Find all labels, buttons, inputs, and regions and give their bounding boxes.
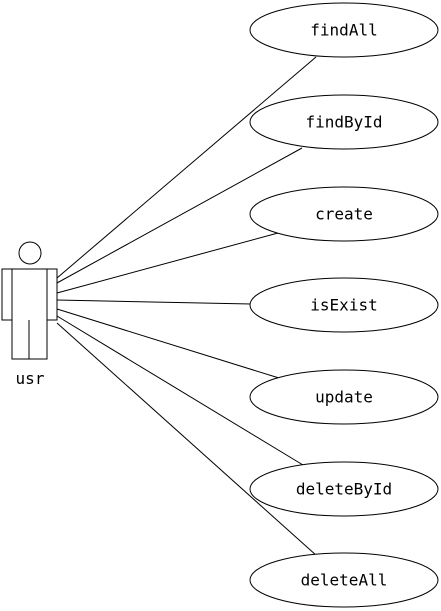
use-case-findbyid[interactable]: findById	[249, 94, 439, 150]
use-case-label: deleteById	[296, 480, 392, 499]
association-create	[56, 232, 279, 294]
use-case-ellipse	[249, 2, 439, 58]
actor-label: usr	[16, 369, 45, 388]
use-case-ellipse	[249, 94, 439, 150]
use-case-label: create	[315, 205, 373, 224]
use-case-isexist[interactable]: isExist	[249, 277, 439, 333]
association-deleteall	[56, 322, 318, 557]
use-case-label: isExist	[310, 296, 377, 315]
use-case-label: update	[315, 388, 373, 407]
associations	[56, 56, 318, 557]
use-case-label: deleteAll	[301, 571, 388, 590]
use-case-create[interactable]: create	[249, 186, 439, 242]
use-case-update[interactable]: update	[249, 369, 439, 425]
actor-body	[1, 268, 58, 360]
actor-head	[18, 241, 42, 265]
association-isexist	[56, 299, 252, 305]
use-case-label: findById	[305, 113, 382, 132]
association-update	[56, 308, 280, 379]
use-case-ellipse	[249, 552, 439, 608]
association-deletebyid	[56, 315, 304, 466]
use-case-ellipse	[249, 461, 439, 517]
use-case-label: findAll	[310, 21, 377, 40]
use-case-deletebyid[interactable]: deleteById	[249, 461, 439, 517]
association-findbyid	[56, 147, 303, 284]
association-findall	[56, 56, 317, 279]
use-case-ellipse	[249, 369, 439, 425]
use-case-ellipse	[249, 277, 439, 333]
use-case-deleteall[interactable]: deleteAll	[249, 552, 439, 608]
use-case-findall[interactable]: findAll	[249, 2, 439, 58]
use-case-ellipse	[249, 186, 439, 242]
actor-usr[interactable]: usr	[1, 241, 58, 388]
